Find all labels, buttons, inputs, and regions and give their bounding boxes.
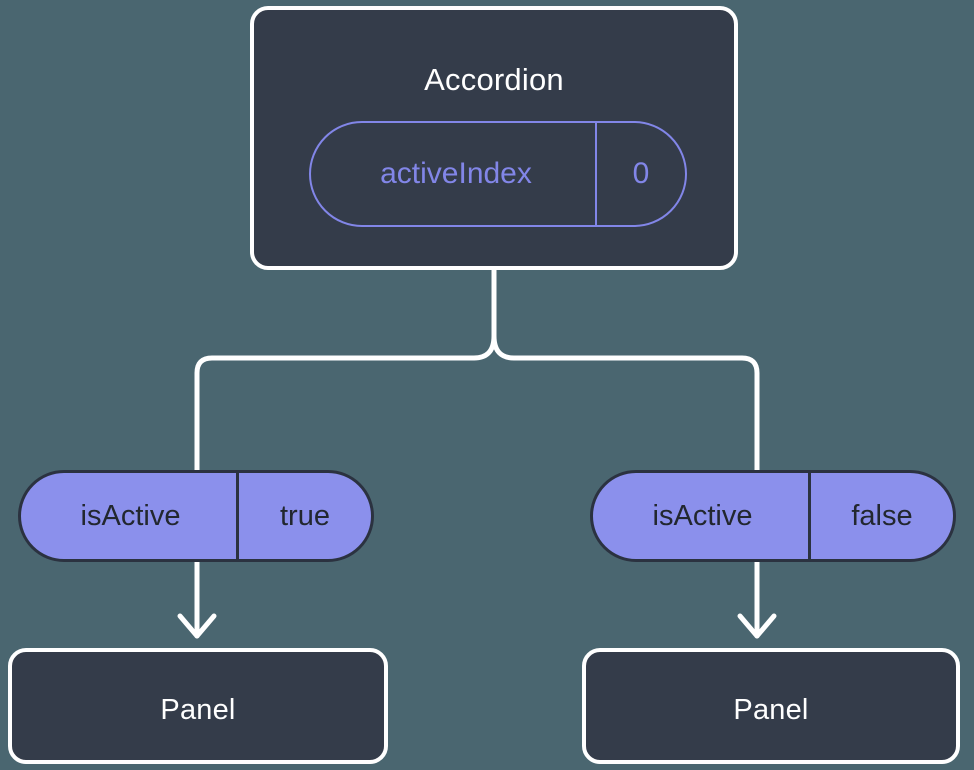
is-active-pill-true-key: isActive xyxy=(80,499,181,532)
panel-card-right-title: Panel xyxy=(733,694,809,726)
is-active-pill-true-value: true xyxy=(236,473,371,559)
arrow-down-icon-left xyxy=(177,613,217,639)
active-index-badge[interactable]: activeIndex 0 xyxy=(309,121,687,227)
is-active-pill-false-value: false xyxy=(808,473,953,559)
accordion-title: Accordion xyxy=(424,62,564,97)
is-active-pill-false-key: isActive xyxy=(652,499,753,532)
fork-branch-right xyxy=(491,333,760,473)
panel-card-left-title: Panel xyxy=(160,694,236,726)
is-active-pill-true[interactable]: isActive true xyxy=(18,470,374,562)
panel-card-right[interactable]: Panel xyxy=(582,648,960,764)
panel-card-left[interactable]: Panel xyxy=(8,648,388,764)
accordion-component-card[interactable]: Accordion activeIndex 0 xyxy=(250,6,738,270)
active-index-badge-key: activeIndex xyxy=(380,157,532,190)
is-active-pill-false[interactable]: isActive false xyxy=(590,470,956,562)
fork-branch-left xyxy=(194,333,497,473)
arrow-down-icon-right xyxy=(737,613,777,639)
active-index-badge-value: 0 xyxy=(595,123,685,225)
